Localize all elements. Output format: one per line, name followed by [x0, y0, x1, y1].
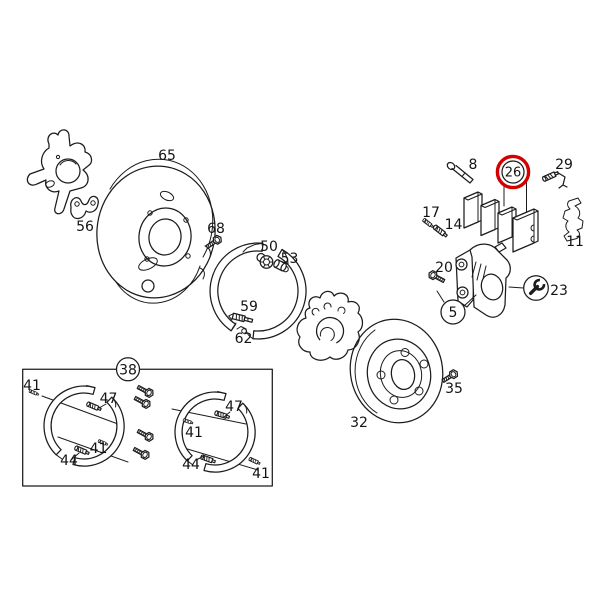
adjuster-sleeve [273, 259, 287, 272]
callout-47: 47 [225, 399, 243, 415]
callout-20: 20 [435, 260, 453, 276]
circled-callout-5: 5 [436, 290, 477, 325]
shoe-expander-strut [228, 312, 254, 323]
callout-14: 14 [445, 217, 463, 233]
callout-50: 50 [260, 239, 278, 255]
callout-32: 32 [350, 415, 368, 431]
kit-pin [182, 418, 194, 425]
pad-retaining-spring [541, 169, 568, 189]
guide-pin [446, 161, 474, 184]
callout-44: 44 [182, 457, 200, 473]
callout-5: 5 [449, 305, 458, 321]
callout-41: 41 [23, 378, 41, 394]
brake-backing-plate [96, 158, 216, 304]
callout-26: 26 [505, 166, 522, 181]
callout-29: 29 [555, 157, 573, 173]
hub-flange [296, 290, 364, 361]
callout-56: 56 [76, 219, 94, 235]
strut-pin [241, 328, 247, 334]
kit-pin [248, 456, 261, 466]
steering-knuckle [26, 129, 93, 215]
callout-53: 53 [281, 251, 299, 267]
repair-kit-box: 38 41 47 41 44 47 41 44 41 [22, 357, 273, 487]
brake-disc [349, 318, 444, 424]
callout-17: 17 [422, 205, 440, 221]
callout-41: 41 [90, 441, 108, 457]
callout-41: 41 [252, 466, 270, 482]
callout-38: 38 [119, 362, 137, 378]
brake-pad-set [463, 191, 539, 253]
callout-65: 65 [158, 148, 176, 164]
callout-41: 41 [185, 425, 203, 441]
kit-bolt [135, 426, 156, 444]
callout-47: 47 [100, 391, 118, 407]
highlighted-callout-26: 26 [495, 154, 531, 213]
anti-rattle-clip [562, 197, 584, 242]
callout-68: 68 [207, 221, 225, 237]
wrench-icon-circled [508, 275, 549, 301]
retainer-bracket [70, 195, 99, 220]
callout-59: 59 [240, 299, 258, 315]
brake-caliper [455, 242, 511, 318]
kit-bolt [135, 382, 156, 400]
callout-8: 8 [469, 157, 478, 173]
callout-35: 35 [445, 381, 463, 397]
wrench-icon [528, 278, 546, 296]
kit-spring [199, 454, 217, 465]
callout-23: 23 [550, 283, 568, 299]
pad-backing-plate [512, 208, 539, 253]
adjuster-wheel [256, 252, 274, 269]
kit-bolt [131, 444, 152, 462]
callout-44: 44 [60, 453, 78, 469]
parking-brake-shoes [209, 242, 307, 340]
callout-62: 62 [235, 331, 253, 347]
callout-11: 11 [566, 234, 584, 250]
